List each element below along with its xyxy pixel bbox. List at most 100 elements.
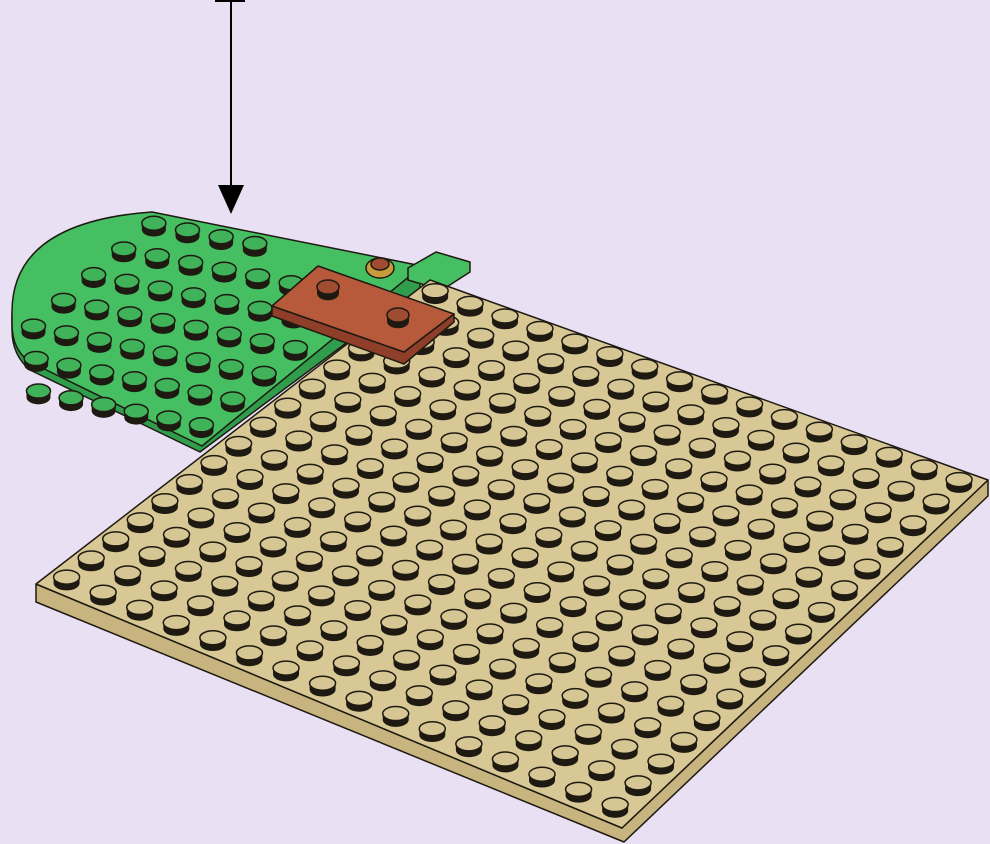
- baseplate-stud: [786, 624, 812, 644]
- baseplate-stud: [806, 422, 832, 442]
- baseplate-stud: [176, 475, 202, 495]
- baseplate-stud: [369, 492, 395, 512]
- baseplate-stud: [841, 435, 867, 455]
- green-plate-stud: [21, 319, 45, 339]
- baseplate-stud: [702, 384, 728, 404]
- green-plate-stud: [148, 281, 172, 301]
- baseplate-stud: [346, 691, 372, 711]
- baseplate-stud: [654, 514, 680, 534]
- baseplate-stud: [285, 518, 311, 538]
- baseplate-stud: [127, 600, 153, 620]
- baseplate-stud: [357, 546, 383, 566]
- baseplate-stud: [272, 571, 298, 591]
- baseplate-stud: [212, 576, 238, 596]
- baseplate-stud: [321, 621, 347, 641]
- baseplate-stud: [417, 630, 443, 650]
- baseplate-stud: [333, 656, 359, 676]
- green-plate-stud: [145, 249, 169, 269]
- green-plate-stud: [212, 262, 236, 282]
- baseplate-stud: [393, 560, 419, 580]
- baseplate-stud: [795, 477, 821, 497]
- baseplate-stud: [324, 360, 350, 380]
- baseplate-stud: [250, 417, 276, 437]
- baseplate-stud: [865, 503, 891, 523]
- baseplate-stud: [717, 689, 743, 709]
- baseplate-stud: [248, 591, 274, 611]
- baseplate-stud: [608, 379, 634, 399]
- baseplate-stud: [297, 464, 323, 484]
- baseplate-stud: [559, 507, 585, 527]
- baseplate-stud: [549, 653, 575, 673]
- baseplate-stud: [831, 581, 857, 601]
- baseplate-stud: [466, 680, 492, 700]
- baseplate-stud: [552, 746, 578, 766]
- baseplate-stud: [478, 361, 504, 381]
- baseplate-stud: [597, 347, 623, 367]
- baseplate-stud: [236, 557, 262, 577]
- baseplate-stud: [643, 569, 669, 589]
- baseplate-stud: [602, 798, 628, 818]
- baseplate-stud: [763, 646, 789, 666]
- baseplate-stud: [443, 348, 469, 368]
- baseplate-stud: [488, 480, 514, 500]
- baseplate-stud: [417, 540, 443, 560]
- baseplate-stud: [818, 456, 844, 476]
- baseplate-stud: [260, 537, 286, 557]
- baseplate-stud: [748, 519, 774, 539]
- baseplate-stud: [479, 716, 505, 736]
- baseplate-stud: [772, 498, 798, 518]
- baseplate-stud: [503, 695, 529, 715]
- baseplate-stud: [704, 653, 730, 673]
- baseplate-stud: [236, 646, 262, 666]
- baseplate-stud: [275, 398, 301, 418]
- baseplate-stud: [691, 618, 717, 638]
- baseplate-stud: [429, 486, 455, 506]
- baseplate-stud: [381, 615, 407, 635]
- baseplate-stud: [477, 624, 503, 644]
- green-plate-stud: [186, 353, 210, 373]
- baseplate-stud: [261, 450, 287, 470]
- green-plate-stud: [243, 236, 267, 256]
- green-plate-stud: [115, 274, 139, 294]
- green-plate-stud: [124, 404, 148, 424]
- baseplate-stud: [405, 506, 431, 526]
- baseplate-stud: [562, 689, 588, 709]
- baseplate-stud: [877, 538, 903, 558]
- baseplate-stud: [212, 489, 238, 509]
- baseplate-stud: [395, 387, 421, 407]
- baseplate-stud: [139, 547, 165, 567]
- baseplate-stud: [346, 426, 372, 446]
- baseplate-stud: [830, 490, 856, 510]
- baseplate-stud: [406, 686, 432, 706]
- baseplate-stud: [773, 589, 799, 609]
- baseplate-stud: [457, 296, 483, 316]
- baseplate-stud: [381, 526, 407, 546]
- baseplate-stud: [612, 739, 638, 759]
- baseplate-stud: [419, 722, 445, 742]
- baseplate-stud: [701, 472, 727, 492]
- baseplate-stud: [492, 752, 518, 772]
- baseplate-stud: [321, 532, 347, 552]
- green-plate-stud: [118, 307, 142, 327]
- baseplate-stud: [529, 767, 555, 787]
- baseplate-stud: [631, 446, 657, 466]
- baseplate-stud: [679, 583, 705, 603]
- baseplate-stud: [357, 636, 383, 656]
- baseplate-stud: [724, 451, 750, 471]
- green-plate-stud: [175, 223, 199, 243]
- baseplate-stud: [175, 562, 201, 582]
- baseplate-stud: [666, 459, 692, 479]
- baseplate-stud: [501, 427, 527, 447]
- baseplate-stud: [583, 487, 609, 507]
- baseplate-stud: [393, 473, 419, 493]
- green-plate-stud: [248, 301, 272, 321]
- baseplate-stud: [513, 639, 539, 659]
- baseplate-stud: [524, 494, 550, 514]
- baseplate-stud: [490, 659, 516, 679]
- baseplate-stud: [589, 761, 615, 781]
- baseplate-stud: [464, 500, 490, 520]
- baseplate-stud: [655, 604, 681, 624]
- baseplate-stud: [819, 546, 845, 566]
- baseplate-stud: [370, 406, 396, 426]
- baseplate-stud: [310, 412, 336, 432]
